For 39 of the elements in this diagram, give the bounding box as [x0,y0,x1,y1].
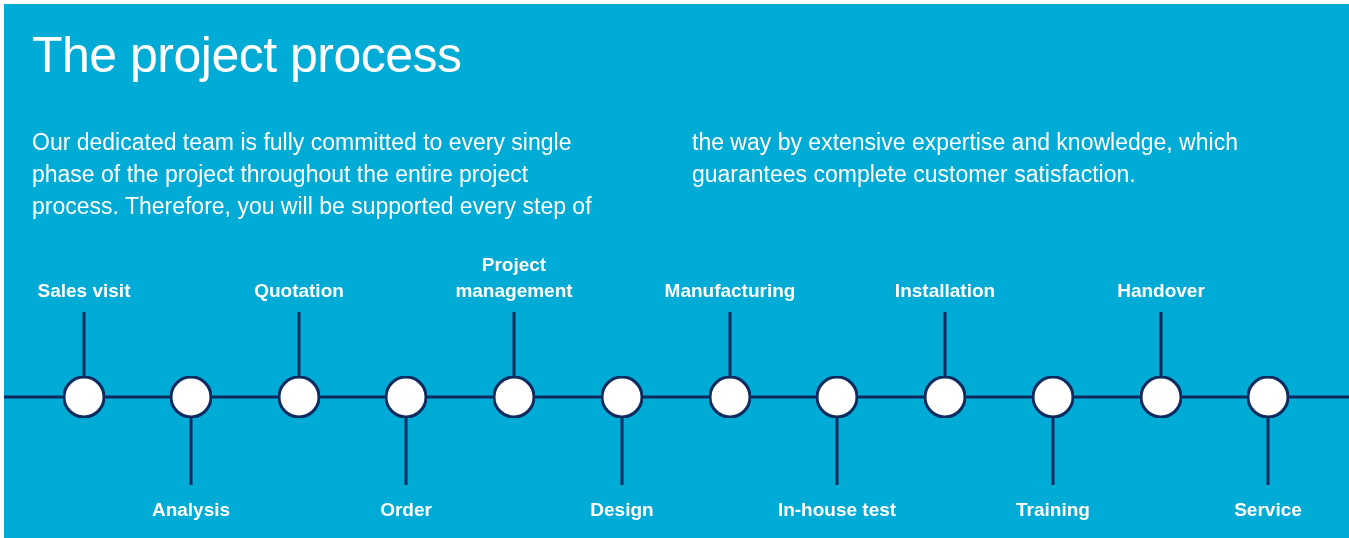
leader-line [189,417,193,485]
step-label: Training [1016,497,1090,523]
step-label: Quotation [254,278,344,304]
leader-line [728,312,732,377]
intro-paragraph: Our dedicated team is fully committed to every single phase of the project throughout the entire project process. Therefore, you will be supported every step of the way by extensive expertise and knowledge, which guarantees complete customer satisfaction. [32,128,1239,221]
leader-line [620,417,624,485]
leader-line [1051,417,1055,485]
step-label: In-house test [777,497,897,523]
step-label: Manufacturing [664,278,796,304]
step-label: Analysis [151,497,231,523]
timeline-line [642,395,710,399]
timeline-line [4,395,64,399]
timeline-line [319,395,386,399]
leader-line [1266,417,1270,485]
timeline-line [104,395,171,399]
timeline-line [211,395,279,399]
step-label: Project management [444,252,584,304]
timeline-line [1288,395,1349,399]
step-label: Sales visit [37,278,131,304]
leader-line [1159,312,1163,377]
timeline-line [1181,395,1248,399]
timeline-line [534,395,602,399]
leader-line [82,312,86,377]
leader-line [297,312,301,377]
step-label: Service [1234,497,1302,523]
leader-line [512,312,516,377]
timeline-line [1073,395,1141,399]
step-label: Order [380,497,432,523]
leader-line [835,417,839,485]
step-label: Installation [894,278,996,304]
step-label: Handover [1117,278,1205,304]
timeline-line [965,395,1033,399]
timeline-line [857,395,925,399]
step-label: Design [590,497,654,523]
leader-line [943,312,947,377]
timeline-line [750,395,817,399]
leader-line [404,417,408,485]
timeline-line [426,395,494,399]
title: The project process [32,26,462,84]
